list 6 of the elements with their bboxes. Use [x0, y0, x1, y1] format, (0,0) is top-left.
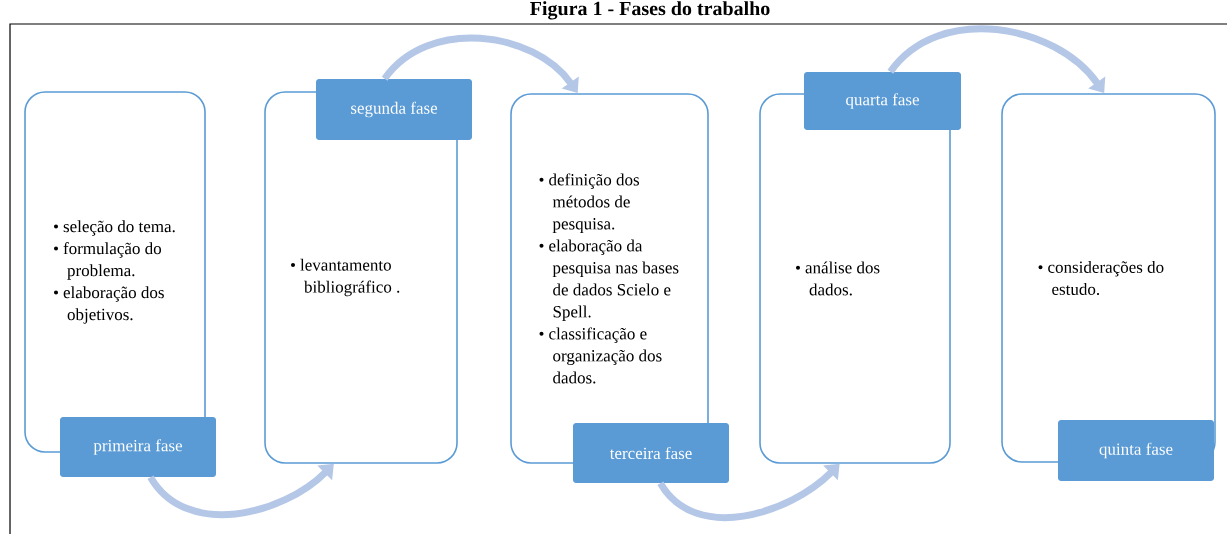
title: Figura 1 - Fases do trabalho	[530, 1, 770, 20]
phase-label: quinta fase	[1058, 420, 1214, 481]
phase-label: terceira fase	[573, 423, 729, 483]
phase-label: quarta fase	[804, 72, 961, 130]
phase-label: primeira fase	[60, 417, 216, 477]
phase-label: segunda fase	[316, 79, 472, 140]
